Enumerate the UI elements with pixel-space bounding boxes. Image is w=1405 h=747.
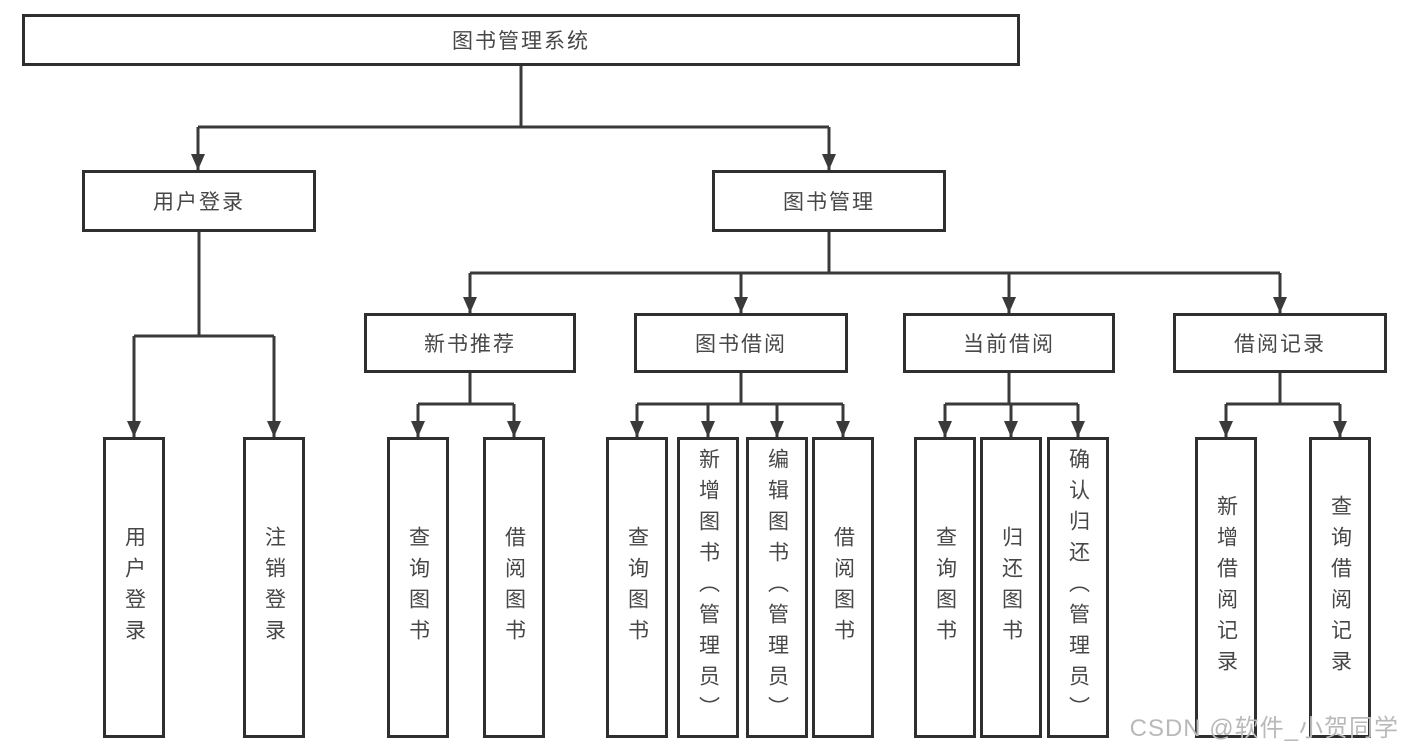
leaf-current-query-books-label: 查询图书 (933, 525, 957, 650)
leaf-user-login: 用户登录 (103, 437, 165, 738)
leaf-confirm-return-admin: 确认归还（管理员） (1047, 437, 1109, 738)
node-borrow-record-label: 借阅记录 (1234, 333, 1326, 356)
node-root: 图书管理系统 (22, 14, 1020, 66)
node-book-borrow-label: 图书借阅 (695, 333, 787, 356)
node-user-login-label: 用户登录 (153, 191, 245, 214)
csdn-watermark: CSDN @软件_小贺同学 (1129, 715, 1399, 742)
leaf-logout: 注销登录 (243, 437, 305, 738)
node-borrow-record: 借阅记录 (1173, 313, 1387, 373)
leaf-query-borrow-record-label: 查询借阅记录 (1328, 494, 1352, 681)
leaf-add-books-admin-label: 新增图书（管理员） (696, 448, 720, 727)
leaf-confirm-return-admin-label: 确认归还（管理员） (1066, 448, 1090, 727)
leaf-borrow-query-books: 查询图书 (606, 437, 668, 738)
leaf-query-borrow-record: 查询借阅记录 (1309, 437, 1371, 738)
leaf-borrow-books-label: 借阅图书 (831, 525, 855, 650)
leaf-borrow-query-books-label: 查询图书 (625, 525, 649, 650)
node-book-management: 图书管理 (712, 170, 946, 232)
node-current-borrow-label: 当前借阅 (963, 333, 1055, 356)
leaf-return-books-label: 归还图书 (999, 525, 1023, 650)
leaf-edit-books-admin: 编辑图书（管理员） (746, 437, 808, 738)
node-book-management-label: 图书管理 (783, 191, 875, 214)
node-user-login: 用户登录 (82, 170, 316, 232)
leaf-recommend-query-books-label: 查询图书 (406, 525, 430, 650)
leaf-user-login-label: 用户登录 (122, 525, 146, 650)
leaf-add-books-admin: 新增图书（管理员） (677, 437, 739, 738)
leaf-add-borrow-record: 新增借阅记录 (1195, 437, 1257, 738)
leaf-recommend-borrow-books: 借阅图书 (483, 437, 545, 738)
node-new-book-recommend-label: 新书推荐 (424, 333, 516, 356)
leaf-logout-label: 注销登录 (262, 525, 286, 650)
node-root-label: 图书管理系统 (452, 30, 590, 53)
leaf-add-borrow-record-label: 新增借阅记录 (1214, 494, 1238, 681)
arrowheads (127, 154, 1347, 437)
leaf-recommend-query-books: 查询图书 (387, 437, 449, 738)
leaf-recommend-borrow-books-label: 借阅图书 (502, 525, 526, 650)
leaf-edit-books-admin-label: 编辑图书（管理员） (765, 448, 789, 727)
node-current-borrow: 当前借阅 (903, 313, 1115, 373)
leaf-return-books: 归还图书 (980, 437, 1042, 738)
node-new-book-recommend: 新书推荐 (364, 313, 576, 373)
leaf-borrow-books: 借阅图书 (812, 437, 874, 738)
leaf-current-query-books: 查询图书 (914, 437, 976, 738)
node-book-borrow: 图书借阅 (634, 313, 848, 373)
